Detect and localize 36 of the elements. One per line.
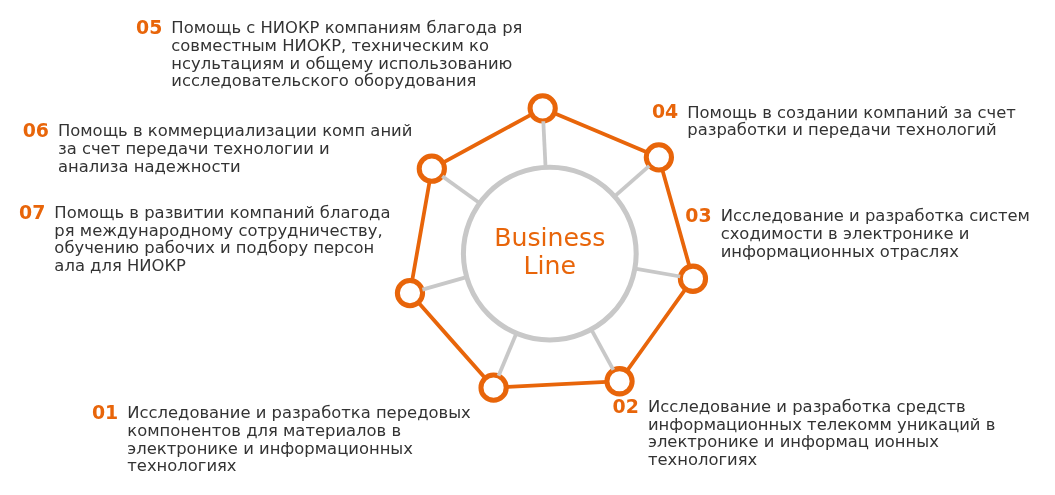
node-label: Исследование и разработка средств информационных телекомм уникаций в электронике и информац ионных технологиях bbox=[647, 396, 996, 469]
node-label: Исследование и разработка систем сходимости в электронике и информационных отраслях bbox=[720, 205, 1030, 261]
node-label: 05 bbox=[136, 15, 163, 38]
node-circle bbox=[527, 92, 558, 123]
node-circle bbox=[394, 277, 426, 308]
connector bbox=[417, 301, 487, 379]
connector bbox=[506, 379, 607, 389]
node-label: Исследование и разработка передовых компонентов для материалов в электронике и информационных технологиях bbox=[127, 402, 471, 475]
node-label: 02 bbox=[612, 394, 639, 417]
node-circle bbox=[677, 263, 709, 294]
node-circle: Business Line bbox=[460, 164, 639, 342]
connector bbox=[421, 274, 467, 291]
connector bbox=[541, 120, 548, 167]
connector bbox=[553, 111, 648, 154]
connector bbox=[634, 266, 681, 278]
connector bbox=[613, 163, 651, 197]
node-circle bbox=[478, 372, 509, 403]
node-circle bbox=[416, 153, 447, 184]
connector bbox=[410, 180, 432, 281]
node-label: 06 bbox=[22, 118, 49, 141]
node-label: 04 bbox=[651, 99, 679, 122]
connector bbox=[441, 174, 481, 204]
node-label: Помощь в создании компаний за счет разработки и передачи технологий bbox=[687, 102, 1016, 139]
node-label: Помощь в коммерциализации комп аний за счет передачи технологии и анализа надежности bbox=[57, 120, 413, 176]
node-circle bbox=[604, 365, 635, 396]
node-label: 01 bbox=[91, 400, 119, 423]
node-label: Помощь в развитии компаний благода ря международному сотрудничеству, обучению рабочих и подбору персон ала для НИОКР bbox=[54, 202, 391, 275]
node-label: 03 bbox=[685, 203, 712, 226]
connector bbox=[589, 328, 615, 371]
node-label: Помощь с НИОКР компаниям благода ря совместным НИОКР, техническим ко нсультациям и общему использованию исследовательского оборудования bbox=[171, 17, 523, 90]
connector bbox=[660, 168, 692, 267]
node-circle bbox=[643, 141, 674, 172]
node-label: 07 bbox=[19, 200, 46, 223]
connector bbox=[496, 332, 519, 376]
connector bbox=[625, 287, 687, 372]
connector bbox=[442, 112, 533, 164]
